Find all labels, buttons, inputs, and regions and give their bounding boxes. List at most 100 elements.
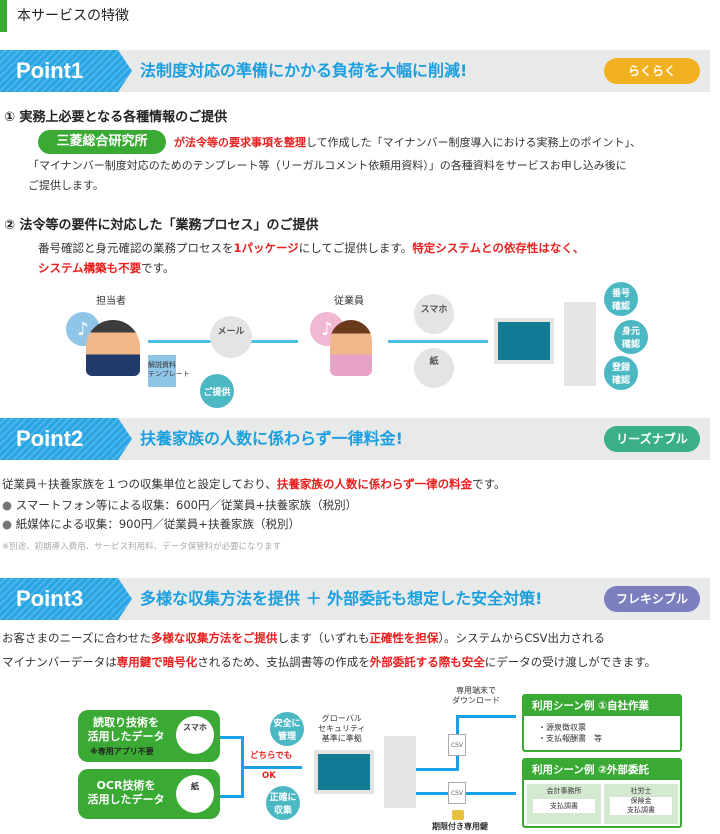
t: ）。システムからCSV出力される (438, 631, 606, 645)
t-red: システム構築も不要 (38, 261, 142, 275)
p1-body1: 番号確認と身元確認の業務プロセスを1パッケージにしてご提供します。特定システムと… (38, 238, 584, 258)
bullet-icon: ● (2, 517, 16, 531)
connector (416, 768, 456, 771)
labor-consultant: 社労士保険金 支払調書 (604, 784, 678, 824)
org-badge: 三菱総合研究所 (38, 130, 166, 154)
paper-icon: 紙 (414, 348, 454, 388)
t-red: 外部委託する際も安全 (369, 655, 485, 669)
p1-text3: ご提供します。 (28, 179, 104, 192)
label: 社労士 (630, 787, 652, 795)
t-red: 正確性を担保 (369, 631, 439, 645)
point2-title: 扶養家族の人数に係わらず一律料金! (140, 429, 403, 448)
employee-label: 従業員 (334, 296, 364, 307)
ocr-tech-box: OCR技術を 活用したデータ 紙 (78, 769, 220, 819)
p2-item: ● 紙媒体による収集：900円／従業員+扶養家族（税別） (2, 514, 300, 534)
p2-text: 従業員＋扶養家族を１つの収集単位と設定しており、扶養家族の人数に係わらず一律の料… (2, 474, 506, 494)
t: スマートフォン等による収集：600円／従業員+扶養家族（税別） (15, 498, 358, 512)
doc: 支払調書 (533, 799, 595, 813)
p1-body2: システム構築も不要です。 (38, 258, 175, 278)
safe-bubble: 安全に 管理 (270, 712, 304, 746)
arrow (456, 715, 516, 718)
identity-check-bubble: 身元 確認 (614, 320, 648, 354)
global-label: グローバル セキュリティ 基準に準拠 (318, 714, 366, 743)
p1-text1: が法令等の要求事項を整理して作成した「マイナンバー制度導入における実務上のポイン… (174, 133, 641, 153)
number-check-bubble: 番号 確認 (604, 282, 638, 316)
point1-label: Point1 (0, 50, 132, 92)
point1-band: Point1 法制度対応の準備にかかる負荷を大幅に削減! らくらく (0, 50, 710, 92)
point3-badge: フレキシブル (604, 586, 700, 612)
download-label: 専用端末で ダウンロード (452, 686, 500, 705)
t: お客さまのニーズに合わせた (2, 631, 151, 645)
mail-icon: メール (210, 316, 252, 358)
scene1-title: 利用シーン例 ①自社作業 (524, 696, 680, 716)
scene2-box: 利用シーン例 ②外部委託 会計事務所支払調書 社労士保険金 支払調書 (522, 758, 682, 828)
t-red: 専用鍵で暗号化 (116, 655, 198, 669)
t: 従業員＋扶養家族を１つの収集単位と設定しており、 (2, 477, 277, 491)
t: します（いずれも (277, 631, 370, 645)
smartphone-icon: スマホ (414, 294, 454, 334)
t-red: 1パッケージ (233, 241, 299, 255)
point3-label: Point3 (0, 578, 132, 620)
t-red: 多様な収集方法をご提供 (150, 631, 278, 645)
p1-heading1: ① 実務上必要となる各種情報のご提供 (4, 110, 228, 125)
t: 紙媒体による収集：900円／従業員+扶養家族（税別） (15, 517, 300, 531)
p3-line1: お客さまのニーズに合わせた多様な収集方法をご提供します（いずれも正確性を担保）。… (2, 628, 605, 648)
ok-label: OK (262, 771, 276, 781)
screen (498, 322, 550, 360)
point1-badge: らくらく (604, 58, 700, 84)
point1-title: 法制度対応の準備にかかる負荷を大幅に削減! (140, 61, 468, 80)
point3-title: 多様な収集方法を提供 ＋ 外部委託も想定した安全対策! (140, 589, 543, 608)
smartphone-icon: スマホ (176, 716, 214, 754)
lock-icon (452, 810, 464, 820)
scene2-title: 利用シーン例 ②外部委託 (524, 760, 680, 780)
p1-heading2: ② 法令等の要件に対応した「業務プロセス」のご提供 (4, 218, 319, 233)
key-label: 期限付き専用鍵 (432, 822, 488, 831)
connector (220, 736, 244, 798)
staff-label: 担当者 (96, 296, 126, 307)
arrow (388, 340, 488, 343)
process-diagram: 担当者 ♪ 解説資料 テンプレート ご提供 メール 従業員 ♪ スマホ 紙 番号… (0, 282, 720, 410)
p2-note: ※別途、初期導入費用、サービス利用料、データ保管料が必要になります (2, 542, 282, 552)
label: 読取り技術を 活用したデータ (87, 716, 165, 743)
document-icon: 解説資料 テンプレート (148, 355, 190, 387)
label: OCR技術を 活用したデータ (87, 779, 165, 806)
accurate-bubble: 正確に 収集 (266, 786, 300, 820)
accounting-firm: 会計事務所支払調書 (527, 784, 601, 824)
monitor-icon (494, 318, 554, 364)
p3-line2: マイナンバーデータは専用鍵で暗号化されるため、支払調書等の作成を外部委託する際も… (2, 652, 656, 672)
p1-text1-red: が法令等の要求事項を整理 (174, 136, 306, 149)
t-red: 特定システムとの依存性はなく、 (412, 241, 585, 255)
collection-diagram: 読取り技術を 活用したデータ ※専用アプリ不要 スマホ OCR技術を 活用したデ… (0, 680, 720, 834)
t: にデータの受け渡しができます。 (484, 655, 657, 669)
arrow (416, 792, 516, 795)
t: です。 (472, 477, 506, 491)
doc: 保険金 支払調書 (610, 797, 672, 815)
arrow (244, 766, 302, 769)
t: マイナンバーデータは (2, 655, 117, 669)
t-red: 扶養家族の人数に係わらず一律の料金 (276, 477, 473, 491)
scene1-box: 利用シーン例 ①自社作業 ・源泉徴収票 ・支払報酬書 等 (522, 694, 682, 752)
scene1-items: ・源泉徴収票 ・支払報酬書 等 (538, 723, 602, 743)
reading-tech-box: 読取り技術を 活用したデータ ※専用アプリ不要 スマホ (78, 710, 220, 762)
p1-text1-rest: して作成した「マイナンバー制度導入における実務上のポイント」、 (306, 136, 641, 149)
p2-item: ● スマートフォン等による収集：600円／従業員+扶養家族（税別） (2, 495, 357, 515)
section-title: 本サービスの特徴 (0, 0, 129, 32)
bullet-icon: ● (2, 498, 16, 512)
t: されるため、支払調書等の作成を (197, 655, 370, 669)
either-label: どちらでも (250, 751, 293, 761)
point2-label: Point2 (0, 418, 132, 460)
t: です。 (141, 261, 175, 275)
server-icon (384, 736, 416, 808)
point2-badge: リーズナブル (604, 426, 700, 452)
t: 番号確認と身元確認の業務プロセスを (38, 241, 234, 255)
point3-band: Point3 多様な収集方法を提供 ＋ 外部委託も想定した安全対策! フレキシブ… (0, 578, 710, 620)
note: ※専用アプリ不要 (90, 747, 154, 756)
paper-icon: 紙 (176, 775, 214, 813)
label: 会計事務所 (546, 787, 582, 795)
csv-file-icon: CSV (448, 782, 466, 804)
employee-avatar (330, 320, 372, 376)
screen (318, 754, 370, 790)
monitor-icon (314, 750, 374, 794)
server-icon (564, 302, 596, 386)
point2-band: Point2 扶養家族の人数に係わらず一律料金! リーズナブル (0, 418, 710, 460)
